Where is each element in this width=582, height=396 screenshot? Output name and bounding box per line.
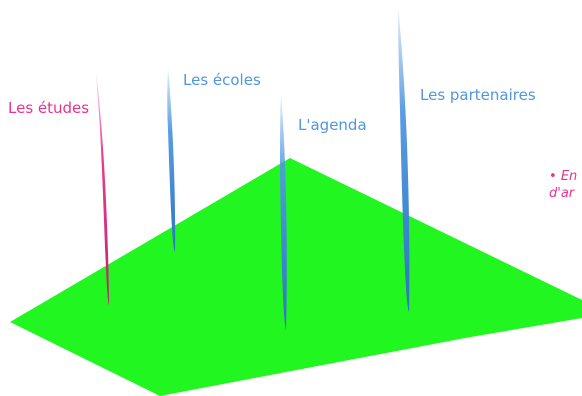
link-les-etudes[interactable]: Les études [8, 99, 90, 117]
note-text-2: d'ar [549, 186, 575, 201]
blade-etudes[interactable] [96, 72, 109, 305]
blade-partenaires[interactable] [398, 8, 410, 312]
link-agenda[interactable]: L'agenda [298, 116, 367, 134]
ground-plane [10, 158, 582, 396]
side-note: • En d'ar [549, 168, 577, 202]
link-les-ecoles[interactable]: Les écoles [183, 71, 261, 89]
blade-ecoles[interactable] [167, 68, 176, 252]
link-les-partenaires[interactable]: Les partenaires [420, 86, 536, 104]
blade-agenda[interactable] [280, 95, 287, 330]
note-bullet: • [549, 169, 557, 184]
side-note-line1: • En [549, 168, 577, 185]
note-text-1: En [560, 169, 578, 184]
